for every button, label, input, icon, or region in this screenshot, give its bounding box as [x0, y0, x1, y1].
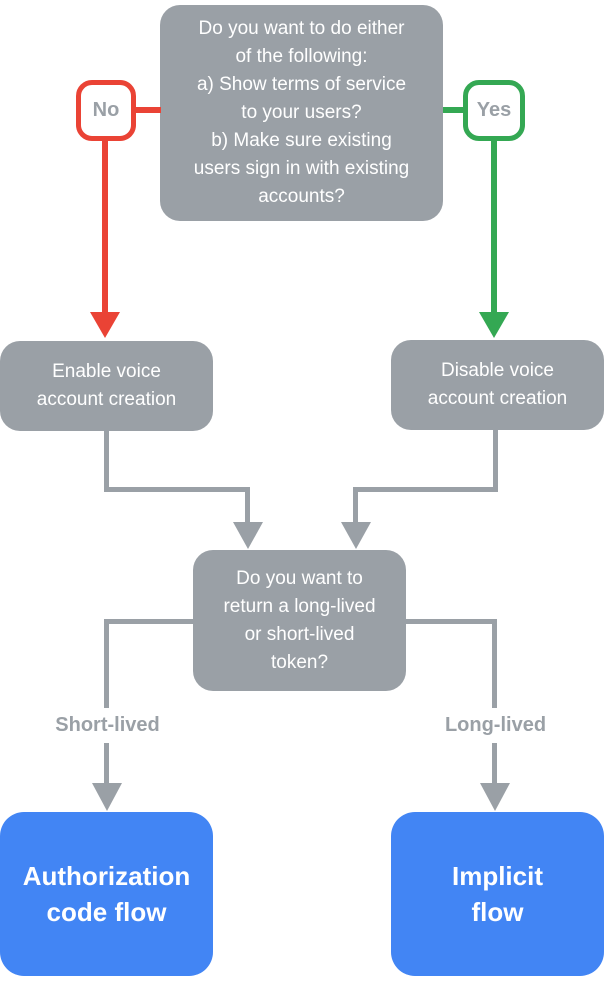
connector-disable-horizontal	[353, 487, 498, 492]
authorization-code-flow-node: Authorization code flow	[0, 812, 213, 976]
no-badge: No	[76, 80, 136, 141]
connector-short-vertical	[104, 619, 109, 784]
green-arrow-down-icon	[479, 312, 509, 338]
disable-voice-node-text: Disable voice account creation	[427, 360, 568, 409]
connector-long-vertical	[492, 619, 497, 784]
long-lived-label-text: Long-lived	[444, 714, 547, 736]
no-badge-label: No	[92, 99, 120, 121]
implicit-flow-text: Implicit flow	[451, 861, 543, 927]
question-node-terms: Do you want to do either of the followin…	[160, 5, 443, 221]
gray-arrow-short-lived-icon	[92, 783, 122, 811]
question-node-terms-text: Do you want to do either of the followin…	[193, 18, 410, 207]
gray-arrow-merge-right-icon	[341, 522, 371, 549]
short-lived-label-text: Short-lived	[55, 714, 160, 736]
short-lived-label: Short-lived	[23, 708, 192, 743]
yes-badge: Yes	[463, 80, 525, 141]
connector-enable-horizontal	[104, 487, 250, 492]
yes-badge-label: Yes	[476, 99, 512, 121]
authorization-code-flow-text: Authorization code flow	[22, 861, 191, 927]
connector-merge-right-down	[353, 487, 358, 523]
connector-no-vertical	[102, 139, 108, 313]
connector-enable-down	[104, 431, 109, 492]
connector-merge-left-down	[245, 487, 250, 523]
connector-short-horizontal	[105, 619, 195, 624]
enable-voice-node: Enable voice account creation	[0, 341, 213, 431]
token-question-node-text: Do you want to return a long-lived or sh…	[223, 567, 376, 673]
long-lived-label: Long-lived	[411, 708, 580, 743]
connector-no-horizontal	[133, 107, 161, 113]
enable-voice-node-text: Enable voice account creation	[36, 361, 177, 410]
connector-disable-down	[493, 430, 498, 492]
implicit-flow-node: Implicit flow	[391, 812, 604, 976]
disable-voice-node: Disable voice account creation	[391, 340, 604, 430]
token-question-node: Do you want to return a long-lived or sh…	[193, 550, 406, 691]
connector-yes-horizontal	[443, 107, 465, 113]
connector-long-horizontal	[404, 619, 494, 624]
connector-yes-vertical	[491, 139, 497, 313]
gray-arrow-long-lived-icon	[480, 783, 510, 811]
red-arrow-down-icon	[90, 312, 120, 338]
gray-arrow-merge-left-icon	[233, 522, 263, 549]
